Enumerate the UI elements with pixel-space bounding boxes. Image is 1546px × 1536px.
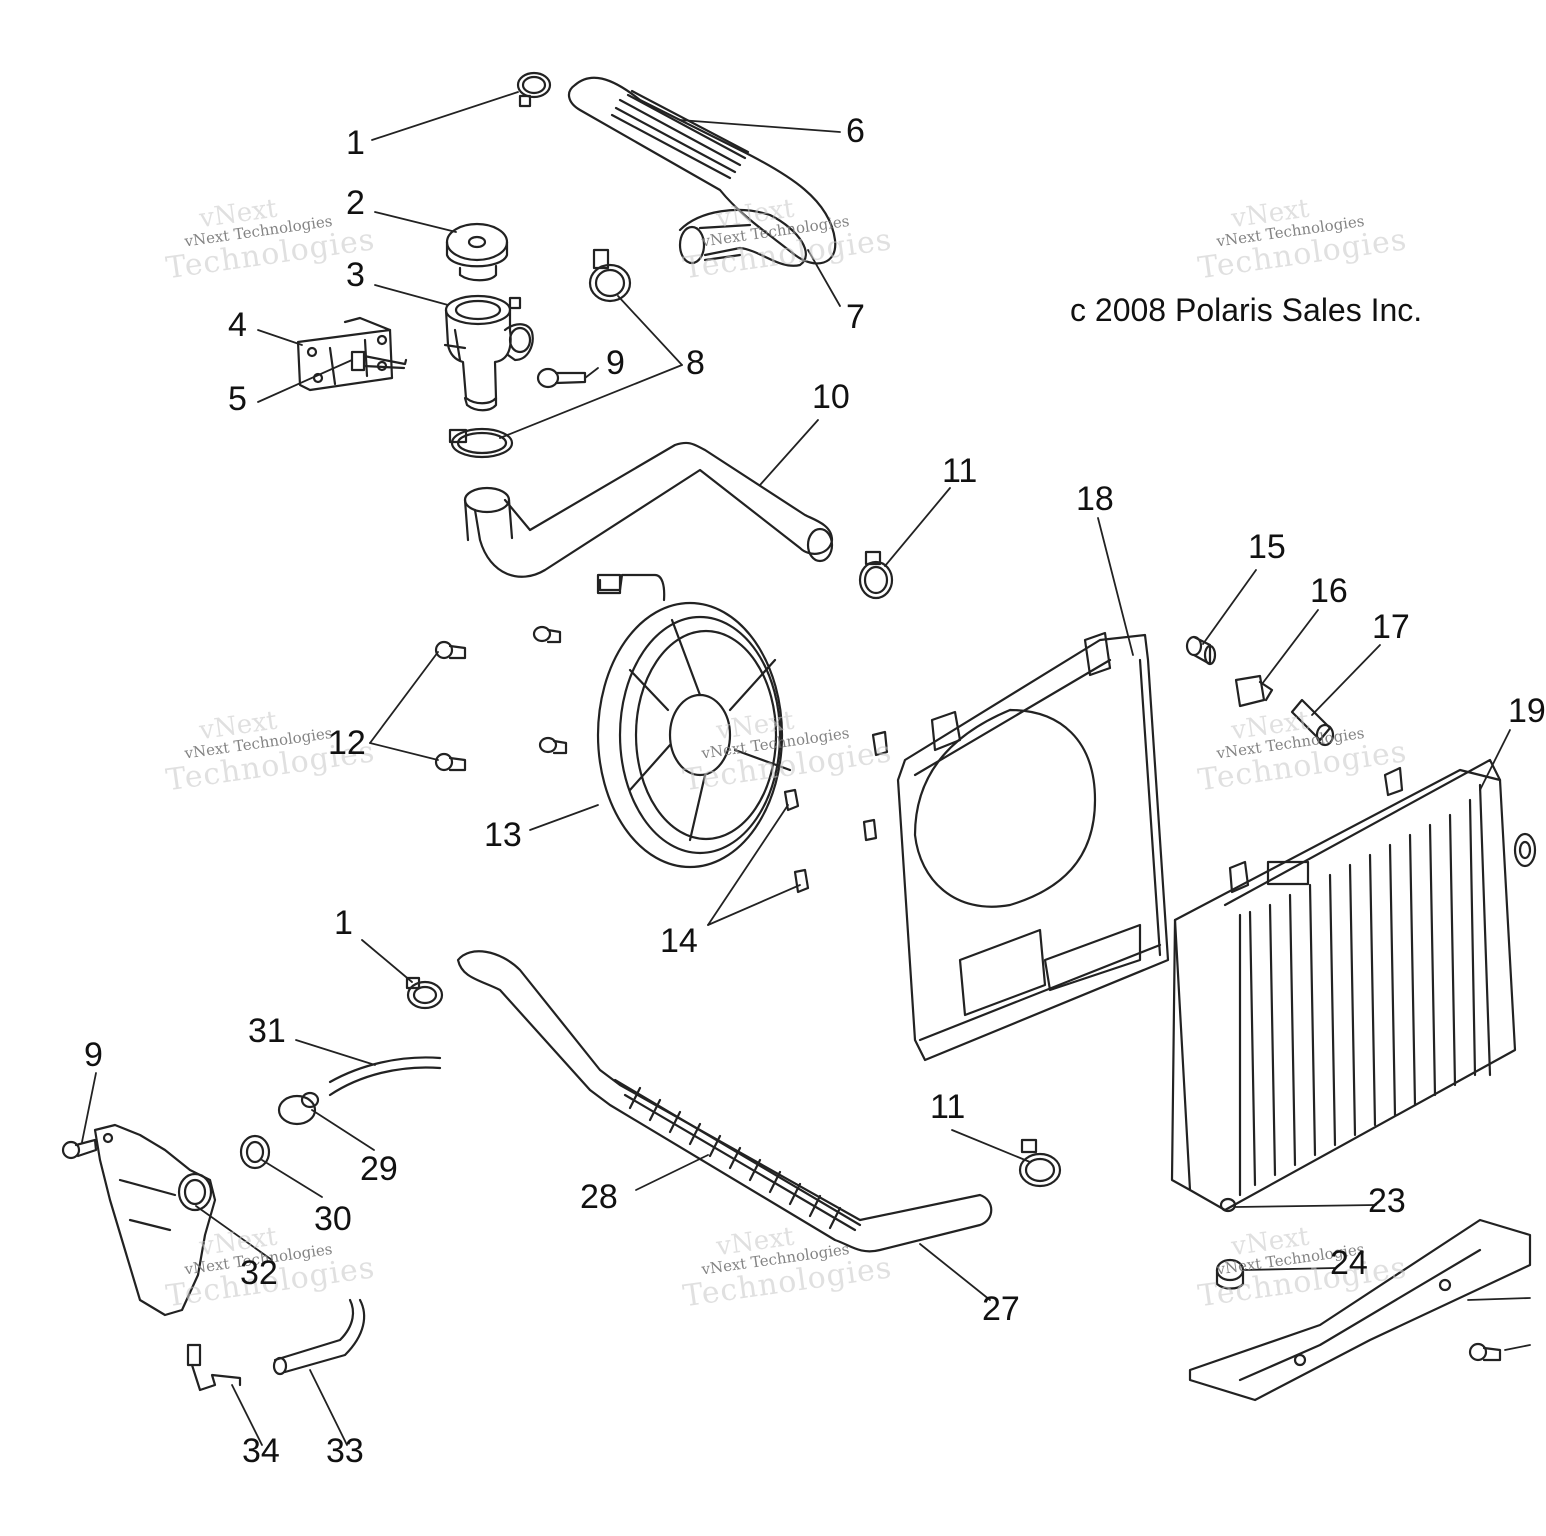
part-3-filler-neck	[443, 294, 534, 412]
part-13-fan	[596, 573, 792, 869]
callout-8: 8	[686, 344, 705, 382]
part-33-hose	[272, 1298, 366, 1376]
part-7-elbow	[678, 208, 807, 267]
callout-23: 23	[1368, 1182, 1406, 1220]
part-23-drain	[1219, 1197, 1237, 1213]
part-17-spacer	[1290, 698, 1335, 747]
mount-bracket	[1188, 1218, 1532, 1402]
callout-5: 5	[228, 380, 247, 418]
part-19-radiator	[1170, 758, 1537, 1212]
callout-7: 7	[846, 298, 865, 336]
copyright-notice: c 2008 Polaris Sales Inc.	[1070, 292, 1422, 329]
callout-29: 29	[360, 1150, 398, 1188]
part-4-bracket	[296, 316, 394, 392]
callout-9-lower: 9	[84, 1036, 103, 1074]
mount-bolt	[1468, 1342, 1502, 1362]
part-24-grommet	[1215, 1258, 1245, 1290]
part-30-washer	[239, 1134, 271, 1170]
part-11-clamp-upper	[858, 550, 894, 600]
callout-11-lower: 11	[930, 1088, 966, 1126]
part-1-clamp-top	[516, 71, 552, 108]
callout-32: 32	[240, 1254, 278, 1292]
part-29-cap	[277, 1091, 320, 1126]
callout-30: 30	[314, 1200, 352, 1238]
part-9-bolt-lower	[61, 1138, 98, 1160]
callout-24: 24	[1330, 1244, 1368, 1282]
part-1-clamp-lower	[405, 976, 444, 1010]
part-9-bolt-top	[536, 367, 587, 389]
part-11-clamp-lower	[1018, 1138, 1062, 1188]
part-31-hose	[328, 1056, 442, 1097]
part-28-hose	[456, 950, 993, 1253]
callout-28: 28	[580, 1178, 618, 1216]
part-32-reservoir	[93, 1123, 217, 1317]
callout-33: 33	[326, 1432, 364, 1470]
callout-1-top: 1	[346, 124, 365, 162]
callout-18: 18	[1076, 480, 1114, 518]
callout-17: 17	[1372, 608, 1410, 646]
callout-3: 3	[346, 256, 365, 294]
part-15-fitting	[1185, 635, 1217, 666]
part-6-hose	[567, 76, 837, 265]
callout-4: 4	[228, 306, 247, 344]
callout-27: 27	[982, 1290, 1020, 1328]
leader-lines	[81, 91, 1531, 1446]
part-14-clips	[783, 730, 889, 894]
callout-13: 13	[484, 816, 522, 854]
fan-mount-bolts	[532, 625, 568, 755]
callout-31: 31	[248, 1012, 286, 1050]
callout-34: 34	[242, 1432, 280, 1470]
part-2-cap	[445, 222, 509, 282]
callout-11-top: 11	[942, 452, 978, 490]
callout-2: 2	[346, 184, 365, 222]
callout-19: 19	[1508, 692, 1546, 730]
part-10-hose	[463, 441, 834, 578]
part-8-clamp-lower	[448, 427, 514, 459]
part-34-fitting	[186, 1343, 242, 1392]
part-18-shroud	[896, 631, 1170, 1062]
callout-6: 6	[846, 112, 865, 150]
part-16-grommet	[1234, 674, 1274, 708]
callout-15: 15	[1248, 528, 1286, 566]
callout-16: 16	[1310, 572, 1348, 610]
copyright-text: c 2008 Polaris Sales Inc.	[1070, 292, 1423, 328]
callout-9-top: 9	[606, 344, 625, 382]
part-8-clamp-upper	[588, 248, 632, 303]
part-5-rivet	[350, 350, 408, 372]
callout-1-lower: 1	[334, 904, 353, 942]
part-12-bolts	[434, 640, 467, 772]
callout-14: 14	[660, 922, 698, 960]
callout-12: 12	[328, 724, 366, 762]
callout-10: 10	[812, 378, 850, 416]
